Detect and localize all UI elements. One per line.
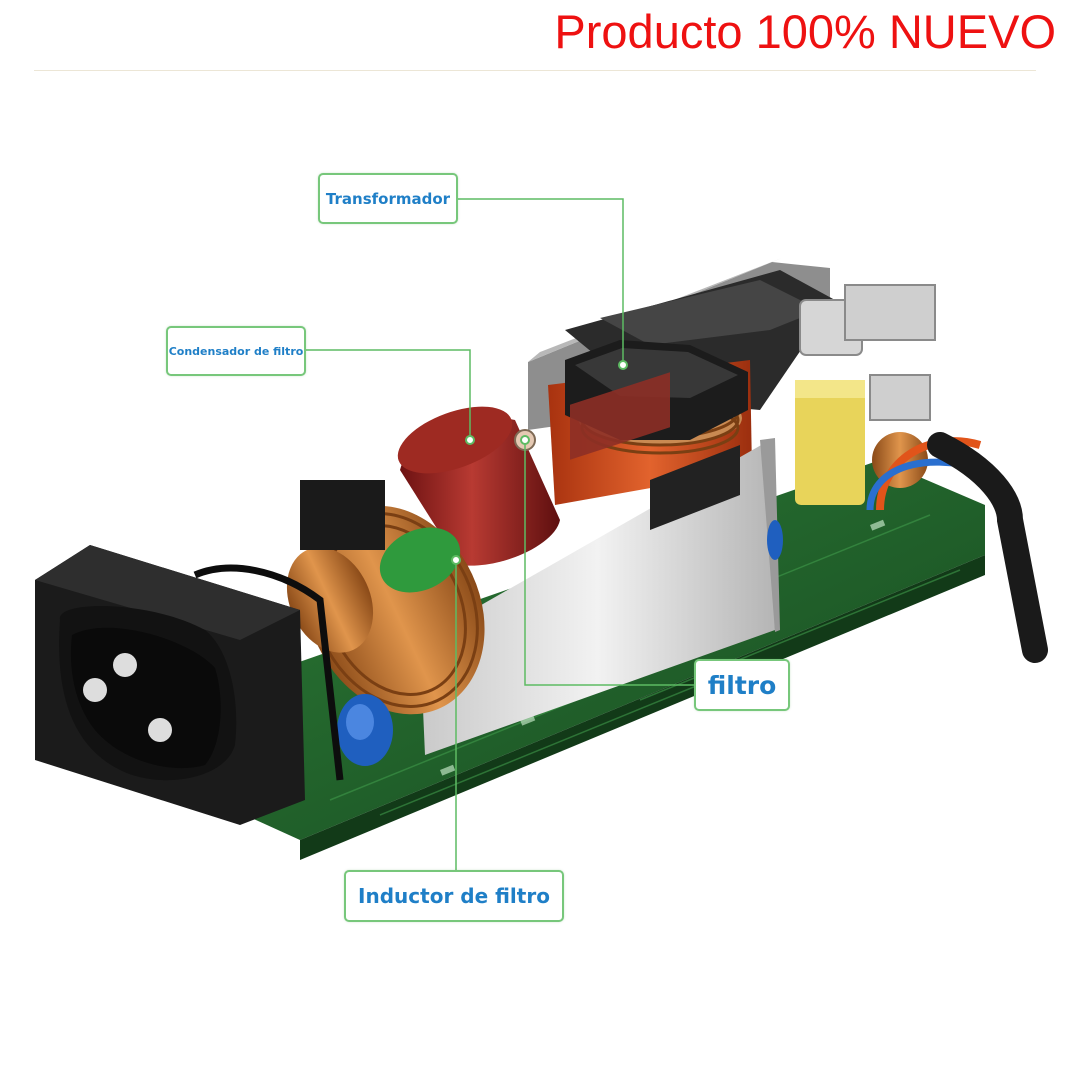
header-divider [34,70,1036,71]
filter-capacitor [397,406,560,566]
callout-transformador: Transformador [318,173,458,224]
callout-filtro: filtro [694,659,790,711]
blue-capacitors [337,520,783,766]
ac-inlet [35,537,344,825]
headline: Producto 100% NUEVO [554,5,1056,58]
output-section [795,284,1048,663]
choke-block [300,480,385,550]
callout-leader-lines [306,198,694,870]
front-shield [420,372,780,755]
callout-inductor-de-filtro: Inductor de filtro [344,870,564,922]
filter-inductor [286,505,485,715]
callout-condensador-de-filtro: Condensador de filtro [166,326,306,376]
callout-leader-dots [451,360,628,565]
